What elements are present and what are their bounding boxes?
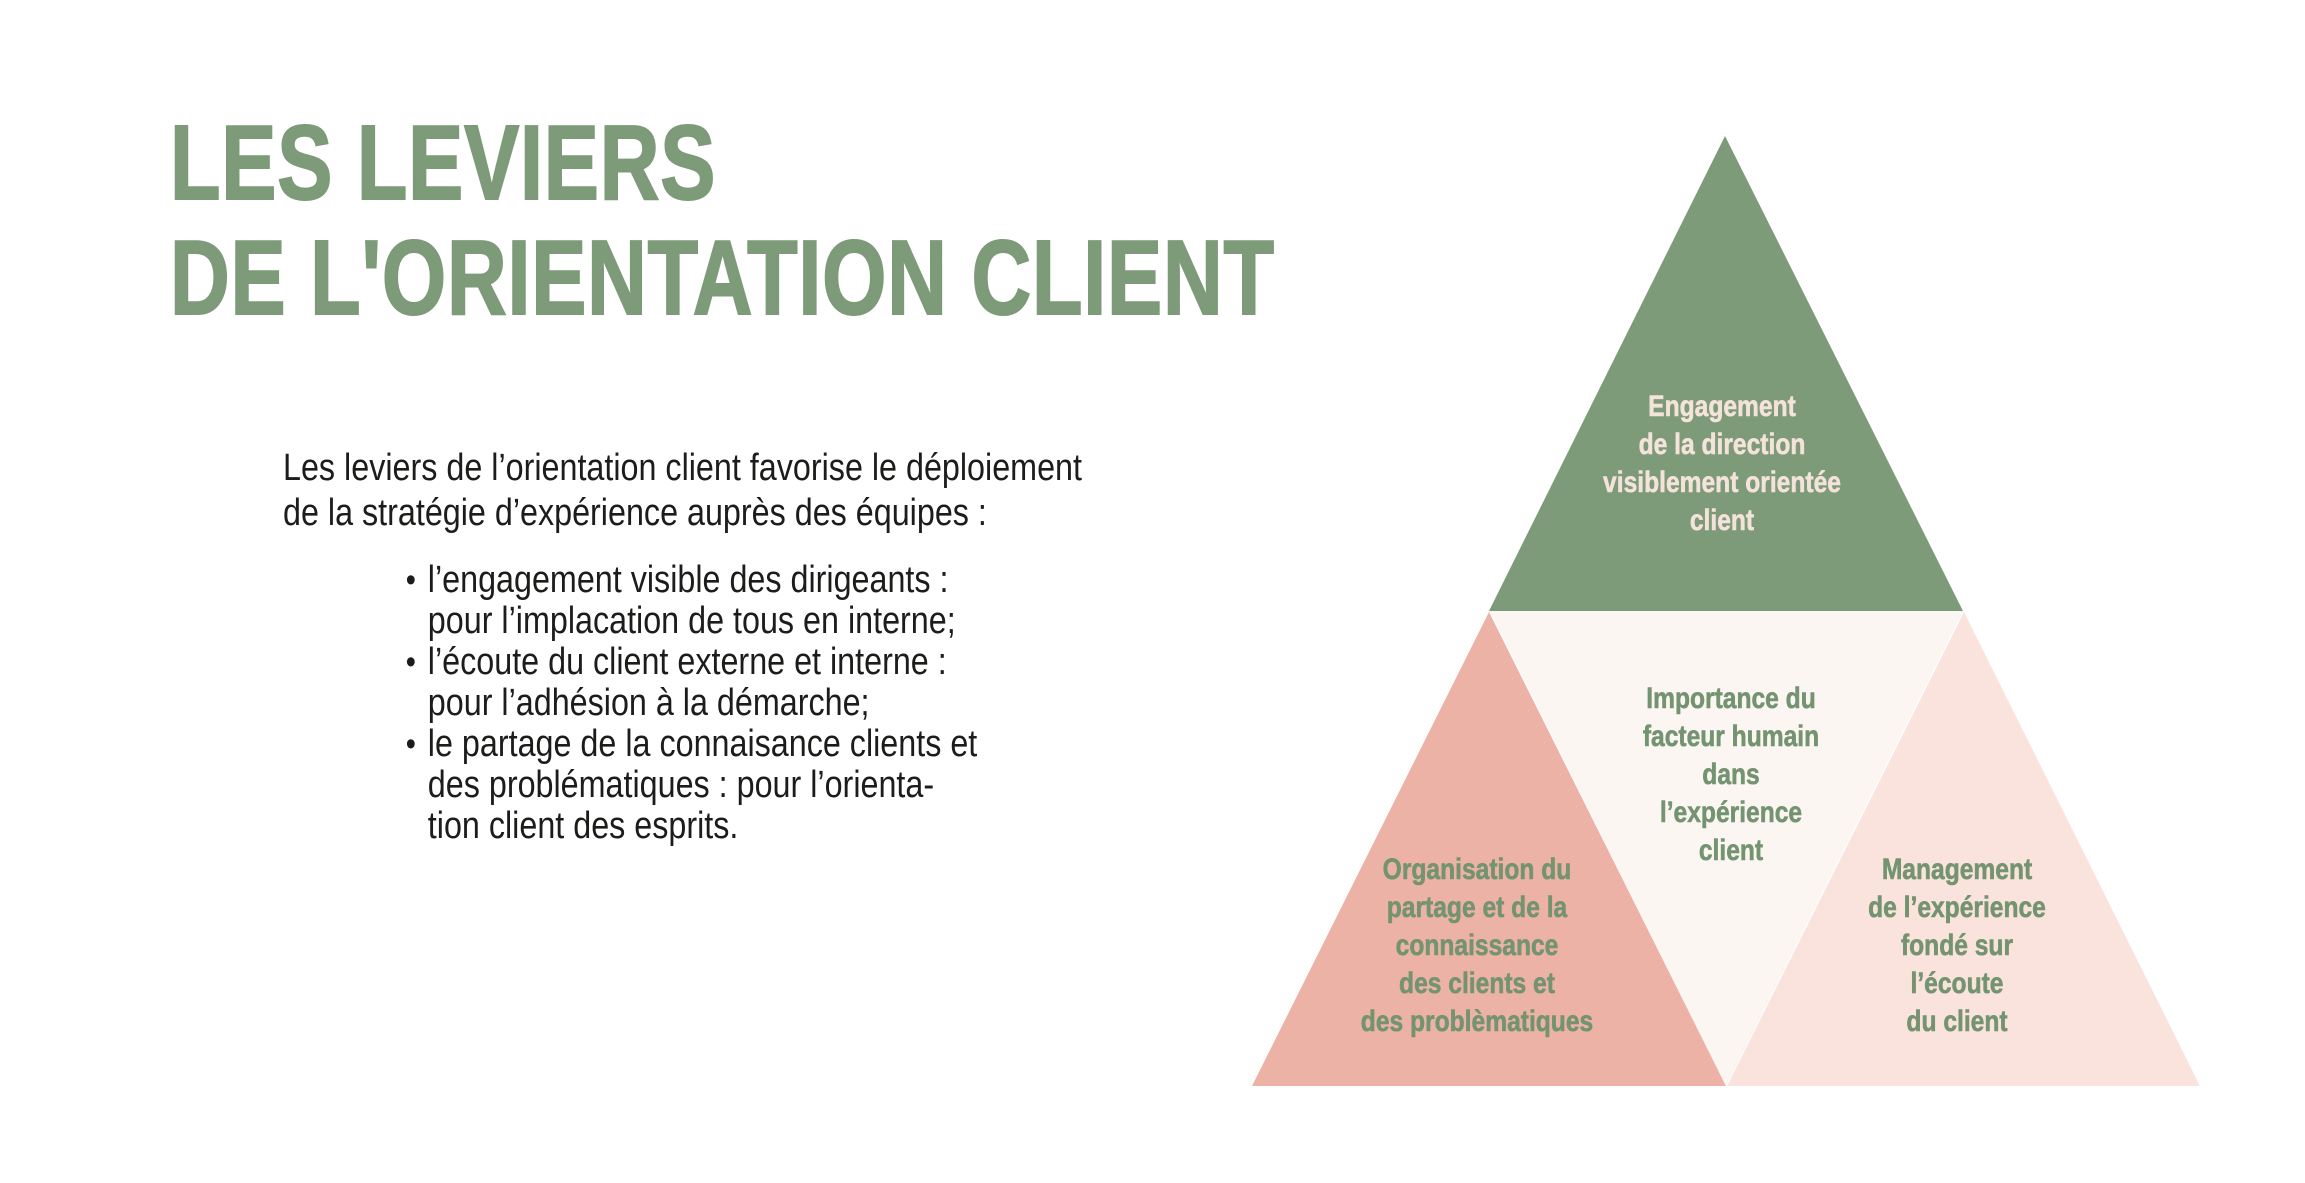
pyramid-diagram: Engagement de la direction visiblement o… xyxy=(1252,136,2200,1086)
pyramid-label-middle: Importance du facteur humain dans l’expé… xyxy=(1642,682,1820,868)
page-title: LES LEVIERS DE L'ORIENTATION CLIENT xyxy=(169,104,1275,337)
pyramid-label-right: Management de l’expérience fondé sur l’é… xyxy=(1868,853,2046,1039)
list-item: le partage de la connaisance clients et … xyxy=(404,724,1101,847)
pyramid-label-left: Organisation du partage et de la connais… xyxy=(1360,853,1594,1039)
intro-paragraph: Les leviers de l’orientation client favo… xyxy=(283,447,1082,534)
list-item: l’engagement visible des dirigeants : po… xyxy=(404,560,1101,642)
levers-list: l’engagement visible des dirigeants : po… xyxy=(404,560,1101,847)
list-item: l’écoute du client externe et interne : … xyxy=(404,642,1101,724)
pyramid-label-top: Engagement de la direction visiblement o… xyxy=(1603,390,1841,538)
